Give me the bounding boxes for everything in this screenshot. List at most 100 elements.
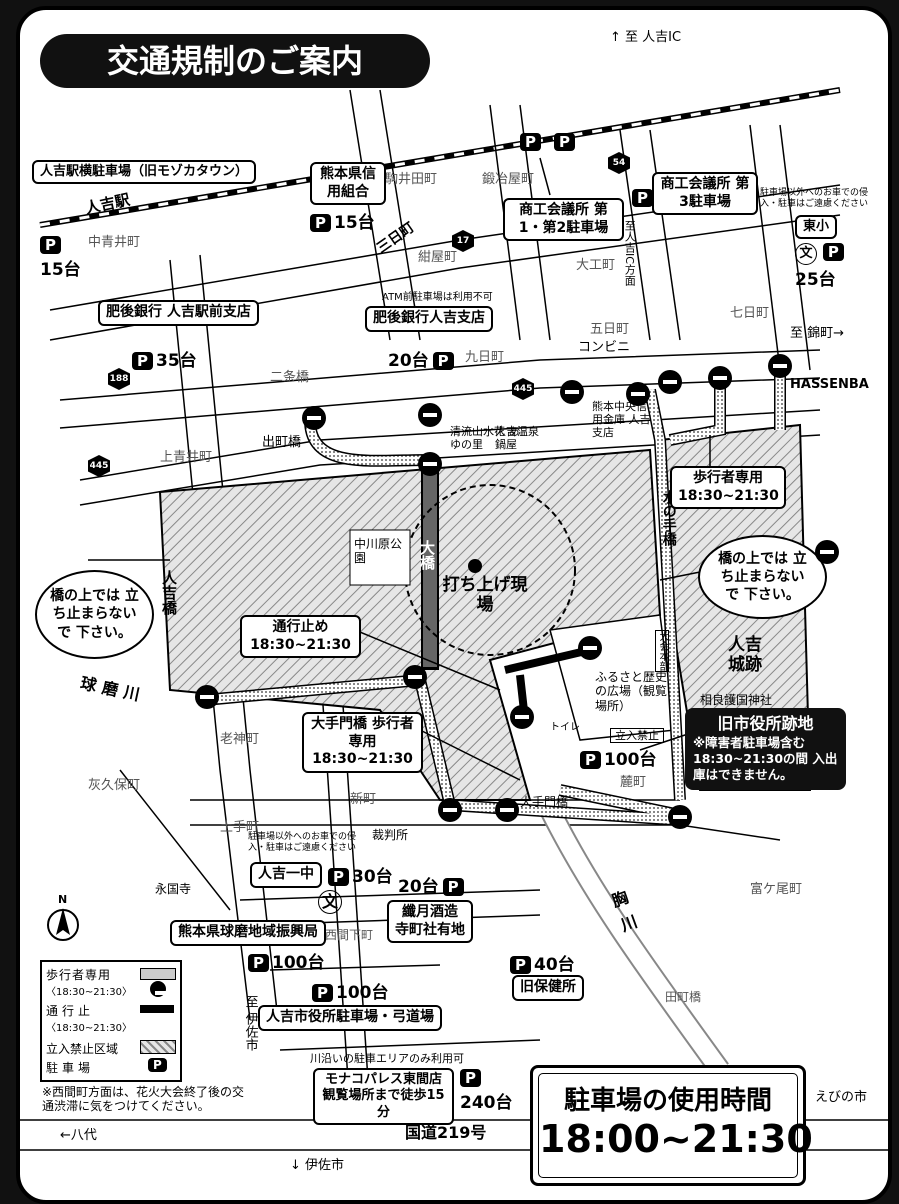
school-icon-ichichu: 文 [318,890,342,914]
place-ohashi: 大橋 [418,540,436,570]
dir-ic-side: 至人吉IC方面 [623,220,637,286]
callout-road-closed: 通行止め 18:30~21:30 [240,615,361,658]
place-otemon-bridge: 大手門橋 [520,795,569,809]
parking-ichichu[interactable]: 人吉一中 [250,862,322,888]
place-tomigao: 富ケ尾町 [750,882,803,897]
nakagawara-park [349,529,411,586]
parking-kuma-office[interactable]: 熊本県球磨地域振興局 [170,920,326,946]
parking-hours-time: 18:00~21:30 [539,1117,813,1161]
legend-pedestrian: 歩行者専用 〈18:30~21:30〉 [46,968,133,998]
dir-north-ic: ↑ 至 人吉IC [610,30,682,45]
place-demachi-bridge: 出町橋 [262,435,302,450]
parking-monaco-note: 川沿いの駐車エリアのみ利用可 [310,1052,464,1065]
place-nakaaoi: 中青井町 [88,235,141,250]
legend-stop-icon [150,981,169,997]
parking-city-hall[interactable]: 人吉市役所駐車場・弓道場 [258,1005,442,1031]
stop-marker [815,540,839,564]
place-castle-ruins: 人吉城跡 [728,635,762,676]
route-shield-445-a: 445 [512,378,534,400]
place-oigami: 老神町 [220,732,260,747]
place-hitoyoshi-bridge: 人吉橋 [160,570,178,615]
callout-bridge-right: 橋の上では 立ち止まらないで 下さい。 [698,535,827,619]
place-itsuka: 五日町 [590,322,630,337]
dir-isa-down: ↓ 伊佐市 [290,1158,345,1173]
place-fumoto: 麓町 [620,775,647,790]
place-nanoka: 七日町 [730,306,770,321]
place-furusato-plaza: ふるさと歴史の広場（観覧場所） [595,670,668,713]
parking-monaco[interactable]: モナコパレス東間店 観覧場所まで徒歩15分 [313,1068,454,1125]
dir-yatsushiro: ←八代 [60,1128,97,1143]
parking-higo-station[interactable]: 肥後銀行 人吉駅前支店 [98,300,259,326]
place-konya: 紺屋町 [418,250,458,265]
launch-site-marker [468,559,482,573]
legend-restricted-swatch [140,1040,176,1054]
parking-higashi-school[interactable]: 東小 [795,215,838,240]
route-shield-445-b: 445 [88,455,110,477]
parking-higo-main[interactable]: 肥後銀行人吉支店 [365,306,493,332]
parking-chamber-3-icon[interactable]: P [632,188,656,208]
parking-chamber-3[interactable]: 商工会議所 第3駐車場 [652,172,758,215]
legend-closure-swatch [140,1005,174,1013]
parking-old-health[interactable]: 旧保健所 [512,975,584,1001]
parking-hours-inner: 駐車場の使用時間 18:00~21:30 [538,1073,813,1178]
dir-kinmachi: 至 錦町→ [790,326,845,341]
place-courthouse: 裁判所 [372,828,409,842]
parking-station-side[interactable]: 人吉駅横駐車場（旧モゾカタウン） [32,160,257,185]
place-komaida: 駒井田町 [385,172,438,187]
callout-bridge-left: 橋の上では 立ち止まらないで 下さい。 [35,570,154,659]
place-kumamoto-chuo-bank: 熊本中央信用金庫 人吉支店 [592,400,651,440]
north-arrow [47,908,79,941]
parking-old-cityhall[interactable]: 旧市役所跡地 ※障害者駐車場含む 18:30~21:30の間 入出庫はできません… [685,708,846,790]
stop-marker [626,382,650,406]
callout-otemon: 大手門橋 歩行者専用 18:30~21:30 [302,712,423,773]
place-konbini: コンビニ [578,340,631,355]
place-eikokuji: 永国寺 [155,882,192,896]
route-shield-17: 17 [452,230,474,252]
legend-parking: 駐車場 [46,1061,95,1075]
stop-marker [560,380,584,404]
stop-marker [510,705,534,729]
parking-ichichu-note: 駐車場以外へのお車での侵入・駐車はご遠慮ください [248,832,357,853]
stop-marker [658,370,682,394]
place-toilet: トイレ [550,722,580,733]
map-canvas [20,87,888,1151]
place-nabeya: 人吉温泉 鍋屋 [495,425,539,452]
route-shield-54: 54 [608,152,630,174]
parking-chamber-1-2[interactable]: 商工会議所 第1・第2駐車場 [503,198,624,241]
parking-hours-title: 駐車場の使用時間 [563,1086,772,1116]
place-nishimashimo: 西間下町 [325,928,374,942]
stop-marker [418,403,442,427]
route-shield-188: 188 [108,368,130,390]
stop-marker [495,798,519,822]
place-ayunosato: 清流山水花 あゆの里 [450,425,520,452]
place-kokonoka: 九日町 [465,350,505,365]
stop-marker [302,406,326,430]
dir-ebino: えびの市 [815,1090,868,1105]
place-shinmachi: 新町 [350,792,377,807]
parking-sengetsu[interactable]: 纖月酒造 寺町社有地 [387,900,473,943]
callout-pedestrian-top: 歩行者専用 18:30~21:30 [670,466,786,509]
stop-marker [768,354,792,378]
parking-higashi-note: 駐車場以外へのお車での侵入・駐車はご遠慮ください [760,188,869,209]
parking-higo-main-note: ATM前駐車場は利用不可 [382,292,493,303]
parking-hours-box: 駐車場の使用時間 18:00~21:30 [530,1065,813,1186]
stop-marker [195,685,219,709]
map-frame: 交通規制のご案内 ↑ 至 人吉IC 至 錦町→ ←八代 ↓ 伊佐市 至 伊佐市 … [16,6,892,1204]
legend-pedestrian-swatch [140,968,176,980]
place-nijo-bridge: 二条橋 [270,370,310,385]
place-hassenba: HASSENBA [790,377,869,392]
parking-shinyo-kumiai[interactable]: 熊本県信用組合 [310,162,386,205]
